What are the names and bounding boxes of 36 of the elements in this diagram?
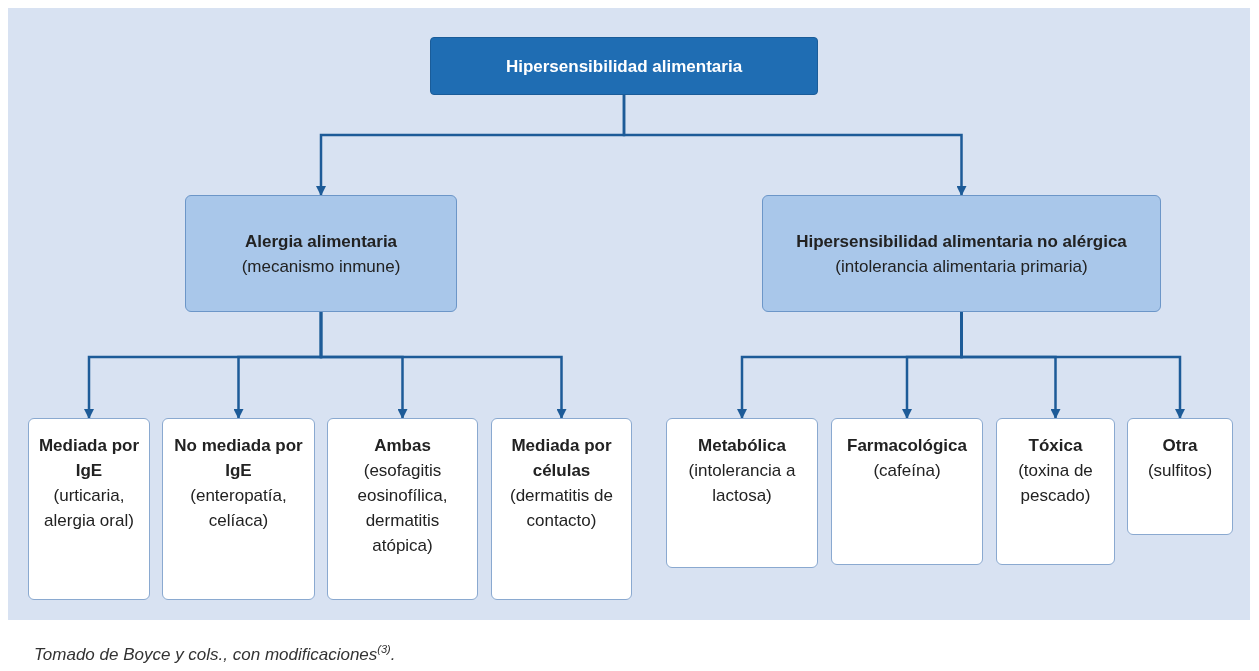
subtype-box [162, 418, 315, 600]
subtype-box [996, 418, 1115, 565]
subtype-box [28, 418, 150, 600]
box-description: (toxina de pescado) [1017, 460, 1094, 507]
arrow [960, 312, 1185, 419]
box-title: Mediada por células [510, 435, 613, 482]
subtype-box [1127, 418, 1233, 535]
box-description: (urticaria, alergia oral) [43, 485, 135, 532]
arrow [319, 312, 567, 419]
box-description: (mecanismo inmune) [241, 255, 401, 278]
caption: Tomado de Boyce y cols., con modificaciones$^{(3)}$. [34, 643, 396, 665]
box-title: Tóxica [1028, 435, 1083, 457]
subtype-box [327, 418, 478, 600]
box-title: Farmacológica [847, 435, 967, 457]
subtype-box [831, 418, 983, 565]
box-title: Hipersensibilidad alimentaria [505, 55, 743, 78]
box-description: (dermatitis de contacto) [509, 485, 614, 532]
category-box [185, 195, 457, 312]
box-description: (sulfitos) [1147, 460, 1213, 482]
box-title: Alergia alimentaria [244, 230, 398, 253]
box-description: (cafeína) [873, 460, 941, 482]
root-box [430, 37, 818, 95]
box-description: (enteropatía, celíaca) [189, 485, 288, 532]
arrow [622, 95, 967, 196]
category-box [762, 195, 1161, 312]
subtype-box [491, 418, 632, 600]
box-title: No mediada por IgE [173, 435, 304, 482]
box-title: Otra [1162, 435, 1198, 457]
subtype-box [666, 418, 818, 568]
box-title: Mediada por IgE [37, 435, 141, 482]
box-description: (esofagitis eosinofílica, dermatitis atópica) [356, 460, 449, 557]
box-title: Metabólica [698, 435, 786, 457]
box-title: Hipersensibilidad alimentaria no alérgica [796, 230, 1127, 253]
box-description: (intolerancia alimentaria primaria) [835, 255, 1088, 278]
box-title: Ambas [374, 435, 431, 457]
box-description: (intolerancia a lactosa) [687, 460, 797, 507]
